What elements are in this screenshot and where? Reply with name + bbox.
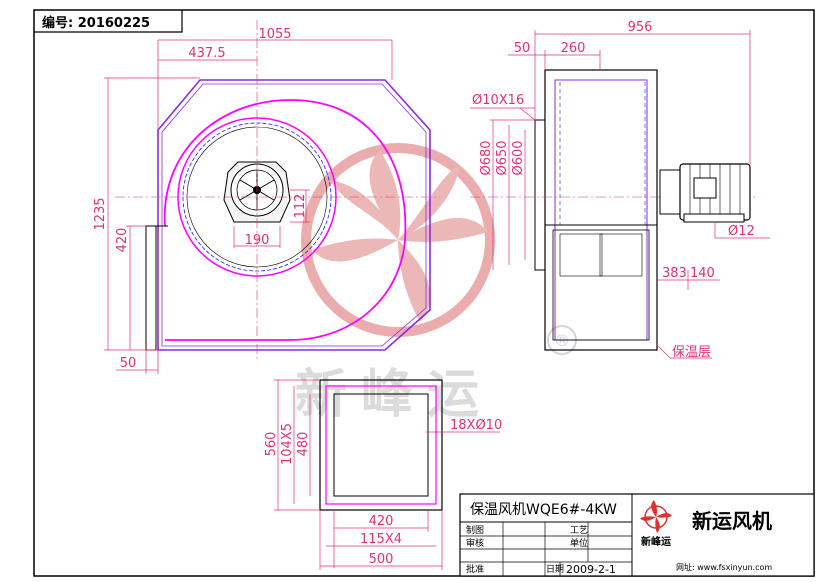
tb-draw: 制图	[466, 524, 484, 536]
tb-unit: 单位	[570, 537, 588, 549]
tb-approve: 批准	[466, 563, 484, 575]
dim-shaft: Ø12	[728, 224, 755, 239]
tb-review: 审核	[466, 537, 484, 549]
dim-side-holes: Ø10X16	[472, 93, 524, 108]
tb-date-label: 日期	[546, 564, 564, 575]
product-name: 保温风机WQE6#-4KW	[470, 502, 617, 518]
drawing-number-box	[34, 10, 183, 33]
dim-140: 140	[690, 266, 715, 281]
dim-outlet: 420	[115, 228, 130, 253]
dim-d650: Ø650	[495, 140, 510, 175]
watermark-brand-text: 新峰运	[295, 365, 493, 425]
dim-480: 480	[296, 432, 311, 457]
dim-height: 1235	[93, 197, 108, 230]
outlet-flange-outer	[319, 379, 443, 511]
dim-104x5: 104X5	[280, 423, 295, 465]
dim-d680: Ø680	[479, 140, 494, 175]
side-view: 956 50 260 Ø10X16 Ø680 Ø650 Ø600 Ø12 383…	[470, 20, 770, 360]
dim-115x4: 115X4	[360, 532, 402, 547]
front-volute	[163, 99, 407, 341]
svg-text:新峰运: 新峰运	[641, 535, 671, 548]
website: 网址: www.fsxinyun.com	[676, 562, 772, 572]
label-insulation: 保温层	[672, 345, 711, 360]
front-view: 1055 437.5 1235 420 50 190 112	[93, 20, 440, 374]
tb-date: 2009-2-1	[566, 563, 616, 576]
outlet-view: 18XØ10 560 104X5 480 420 115X4 500	[264, 379, 502, 570]
front-casing-outline	[157, 79, 431, 351]
dim-side-body: 260	[561, 41, 586, 56]
dim-outlet-holes: 18XØ10	[450, 418, 502, 433]
dim-500: 500	[369, 552, 394, 567]
dim-side-total: 956	[628, 20, 653, 35]
drawing-number: 编号: 20160225	[42, 15, 150, 31]
tb-craft: 工艺	[570, 525, 588, 536]
dim-560: 560	[264, 432, 279, 457]
dim-d600: Ø600	[511, 140, 526, 175]
company-logo: 新峰运	[640, 500, 672, 548]
side-housing	[544, 69, 658, 351]
drawing-frame	[33, 9, 815, 577]
dim-half-width: 437.5	[188, 46, 225, 61]
dim-width: 1055	[258, 27, 291, 42]
title-block: 保温风机WQE6#-4KW 制图 审核 批准 工艺 单位 日期 2009-2-1…	[459, 493, 815, 577]
dim-hub-height: 112	[293, 194, 308, 219]
dim-420-bottom: 420	[369, 514, 394, 529]
dim-side-flange: 50	[514, 41, 531, 56]
company-name: 新运风机	[692, 509, 772, 533]
dim-front-flange: 50	[120, 356, 137, 371]
dim-383: 383	[662, 266, 687, 281]
watermark-logo: ® 新峰运	[295, 143, 577, 425]
dim-hub: 190	[245, 233, 270, 248]
